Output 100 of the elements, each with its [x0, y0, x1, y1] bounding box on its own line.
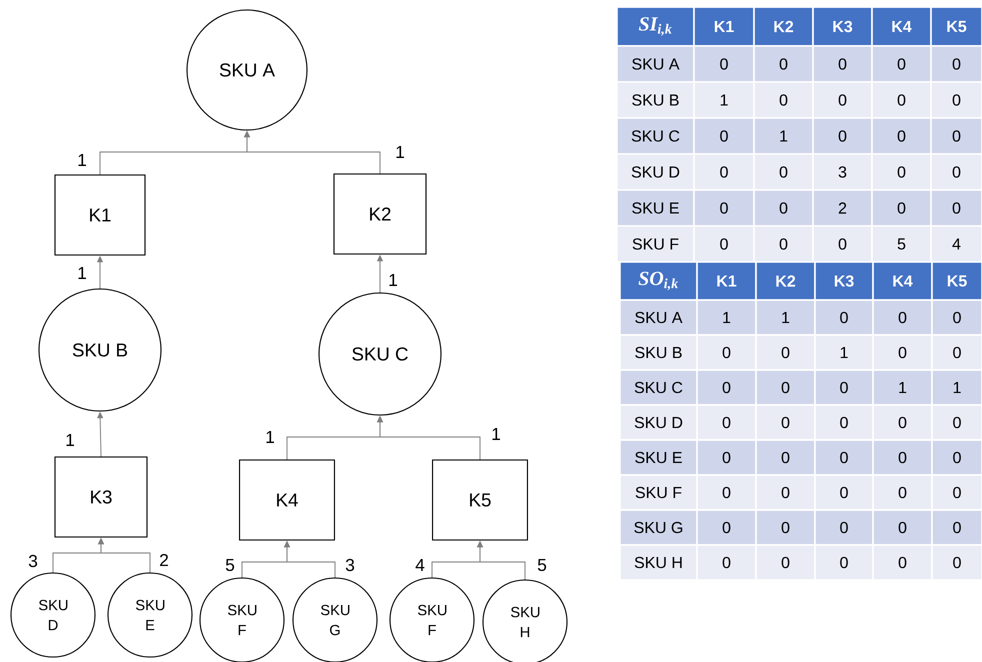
table-cell: 0	[872, 334, 933, 371]
table-cell: 0	[755, 334, 816, 371]
table-cell: SKU A	[616, 45, 695, 83]
header-cell: K4	[871, 6, 932, 47]
table-cell: 1	[872, 369, 933, 406]
edge-label: 1	[64, 432, 76, 448]
table-cell: 0	[755, 509, 816, 546]
table-cell: 0	[755, 369, 816, 406]
process-box: K3	[54, 456, 148, 538]
table-cell: SKU D	[619, 404, 698, 441]
edge-label: 1	[386, 272, 400, 288]
table-cell: 0	[812, 81, 873, 119]
table-cell: 0	[696, 474, 757, 511]
header-cell: SO$_{i,k}$	[619, 261, 698, 301]
table-cell: 0	[814, 369, 874, 406]
table-cell: 0	[930, 153, 982, 191]
table-cell: 0	[696, 334, 757, 371]
table-cell: 0	[812, 117, 873, 155]
table-cell: SKU H	[619, 544, 698, 581]
table-cell: 2	[812, 189, 873, 227]
table-cell: 0	[693, 225, 755, 263]
edge-label: 1	[394, 144, 406, 160]
table-cell: 0	[872, 299, 933, 336]
table-cell: 0	[871, 45, 932, 83]
table-cell: 4	[930, 225, 982, 263]
table-cell: 0	[931, 509, 982, 546]
table-cell: 0	[931, 334, 982, 371]
table-cell: 0	[814, 509, 874, 546]
edge-label: 3	[344, 558, 356, 572]
table-cell: 0	[930, 81, 982, 119]
table-cell: 1	[693, 81, 755, 119]
edge-label: 1	[76, 266, 88, 280]
edge-label: 4	[414, 558, 426, 572]
table-cell: SKU A	[619, 299, 698, 336]
table-cell: 5	[871, 225, 932, 263]
table-cell: 0	[755, 439, 816, 476]
table-cell: 0	[930, 189, 982, 227]
table-cell: 0	[755, 474, 816, 511]
header-cell: K3	[812, 6, 873, 47]
table-cell: 0	[696, 404, 757, 441]
table-cell: 0	[930, 45, 982, 83]
edge-label: 2	[158, 552, 170, 568]
table-cell: 0	[871, 153, 932, 191]
table-cell: 0	[814, 299, 874, 336]
table-cell: 0	[696, 544, 757, 581]
table-cell: SKU B	[616, 81, 695, 119]
header-cell: K1	[693, 6, 755, 47]
edge-label: 1	[490, 426, 502, 442]
table-cell: 0	[755, 544, 816, 581]
table-cell: 0	[755, 404, 816, 441]
header-cell: K3	[814, 261, 874, 301]
process-box: K1	[54, 174, 146, 256]
header-cell: K2	[753, 6, 814, 47]
header-cell: K5	[930, 6, 982, 47]
table-cell: 1	[931, 369, 982, 406]
table-cell: SKU D	[616, 153, 695, 191]
table-cell: 0	[693, 117, 755, 155]
table-cell: SKU B	[619, 334, 698, 371]
process-box: K5	[432, 459, 528, 541]
table-cell: 0	[693, 45, 755, 83]
table-cell: 0	[931, 544, 982, 581]
edge-label: 5	[536, 558, 548, 572]
table-cell: 0	[872, 544, 933, 581]
table-cell: 0	[753, 81, 814, 119]
table-cell: SKU E	[616, 189, 695, 227]
table-cell: 1	[814, 334, 874, 371]
table-cell: 0	[696, 369, 757, 406]
table-cell: SKU G	[619, 509, 698, 546]
process-box: K2	[333, 173, 427, 255]
table-cell: SKU C	[619, 369, 698, 406]
table-cell: 1	[696, 299, 757, 336]
table-cell: 0	[931, 404, 982, 441]
header-cell: K5	[931, 261, 982, 301]
table-cell: 0	[931, 474, 982, 511]
table-cell: 0	[871, 189, 932, 227]
table-cell: 0	[871, 117, 932, 155]
table-cell: SKU F	[619, 474, 698, 511]
table-cell: SKU C	[616, 117, 695, 155]
table-cell: 0	[753, 153, 814, 191]
edge-label: 3	[26, 554, 40, 568]
table-cell: 0	[696, 509, 757, 546]
edge-label: 1	[76, 152, 88, 168]
table-cell: 0	[814, 474, 874, 511]
table-cell: SKU F	[616, 225, 695, 263]
header-cell: K2	[755, 261, 816, 301]
table-cell: SKU E	[619, 439, 698, 476]
table-cell: 0	[812, 225, 873, 263]
table-cell: 0	[696, 439, 757, 476]
edge-label: 5	[224, 558, 236, 572]
process-box: K4	[239, 459, 335, 541]
table-cell: 0	[753, 45, 814, 83]
header-cell: K4	[872, 261, 933, 301]
table-cell: 0	[930, 117, 982, 155]
table-cell: 0	[814, 404, 874, 441]
table-cell: 0	[931, 439, 982, 476]
table-cell: 0	[871, 81, 932, 119]
header-cell: SI$_{i,k}$	[616, 6, 695, 47]
table-cell: 0	[872, 439, 933, 476]
table-cell: 1	[753, 117, 814, 155]
edge-label: 1	[264, 430, 276, 444]
